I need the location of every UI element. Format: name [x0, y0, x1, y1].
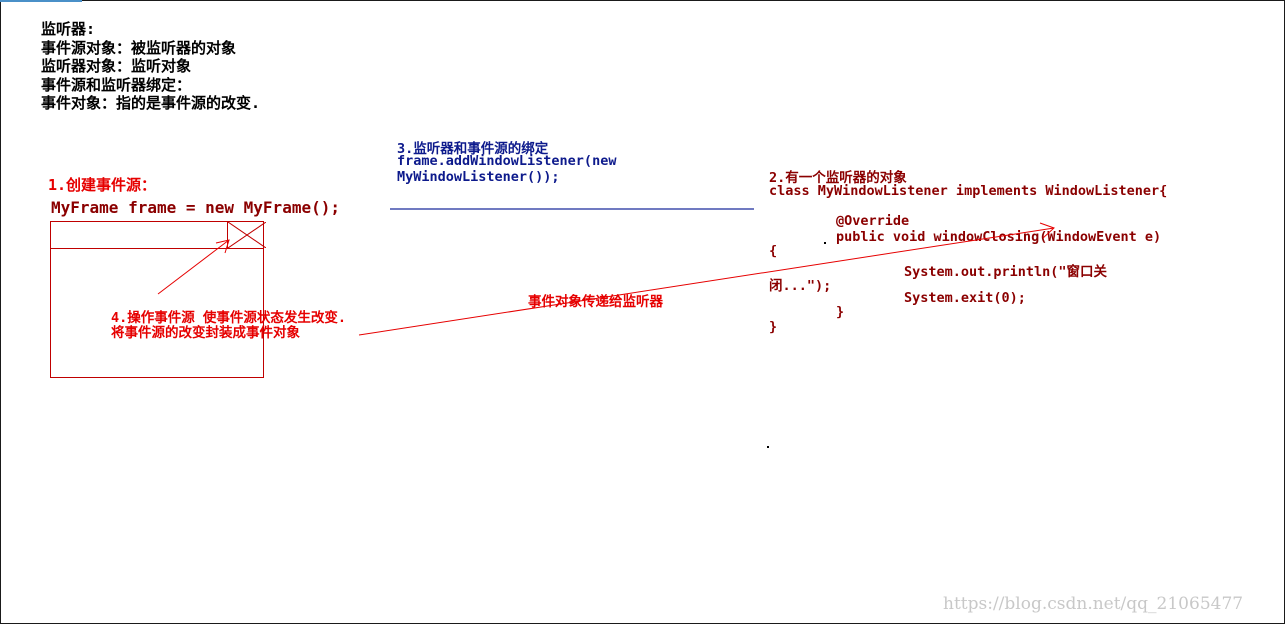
step2-inner-close: } [836, 304, 845, 320]
stray-dot [767, 446, 769, 448]
step2-outer-close: } [769, 319, 778, 335]
step2-println-a: System.out.println("窗口关 [904, 264, 1108, 280]
definition-event-object: 事件对象：指的是事件源的改变. [41, 94, 261, 112]
watermark: https://blog.csdn.net/qq_21065477 [943, 594, 1244, 614]
step1-code: MyFrame frame = new MyFrame(); [51, 198, 340, 217]
step2-override: @Override [836, 213, 910, 229]
step2-class-line: class MyWindowListener implements Window… [769, 183, 1168, 199]
pass-event-arrow [358, 227, 1055, 336]
operate-arrow-head [215, 239, 230, 254]
pass-event-arrow-head [1039, 222, 1055, 239]
definition-listener: 监听器: [41, 20, 96, 38]
step2-open-brace: { [769, 243, 778, 259]
step2-println-b: 闭..."); [769, 278, 832, 294]
close-icon [227, 221, 267, 249]
step1-title: 1.创建事件源： [48, 176, 157, 194]
step3-title: 3.监听器和事件源的绑定 [397, 141, 549, 157]
step4-line1: 4.操作事件源 使事件源状态发生改变. [111, 310, 347, 326]
definition-event-source: 事件源对象：被监听器的对象 [41, 38, 237, 57]
step3-code-line1: frame.addWindowListener(new [397, 153, 617, 169]
stray-dot [824, 242, 826, 244]
step2-exit: System.exit(0); [904, 290, 1026, 306]
step4-line2: 将事件源的改变封装成事件对象 [111, 325, 300, 341]
operate-arrow [157, 239, 230, 295]
step3-code-line2: MyWindowListener()); [397, 169, 560, 185]
definition-listener-object: 监听器对象：监听对象 [41, 57, 192, 75]
frame-window [50, 221, 267, 378]
definition-binding: 事件源和监听器绑定： [41, 75, 192, 94]
step2-title: 2.有一个监听器的对象 [769, 170, 907, 186]
arrow-label: 事件对象传递给监听器 [528, 294, 663, 310]
definitions: 监听器: 事件源对象：被监听器的对象 监听器对象：监听对象 事件源和监听器绑定：… [41, 20, 260, 113]
frame-title-bar [51, 248, 263, 249]
corner-mark [0, 0, 82, 2]
